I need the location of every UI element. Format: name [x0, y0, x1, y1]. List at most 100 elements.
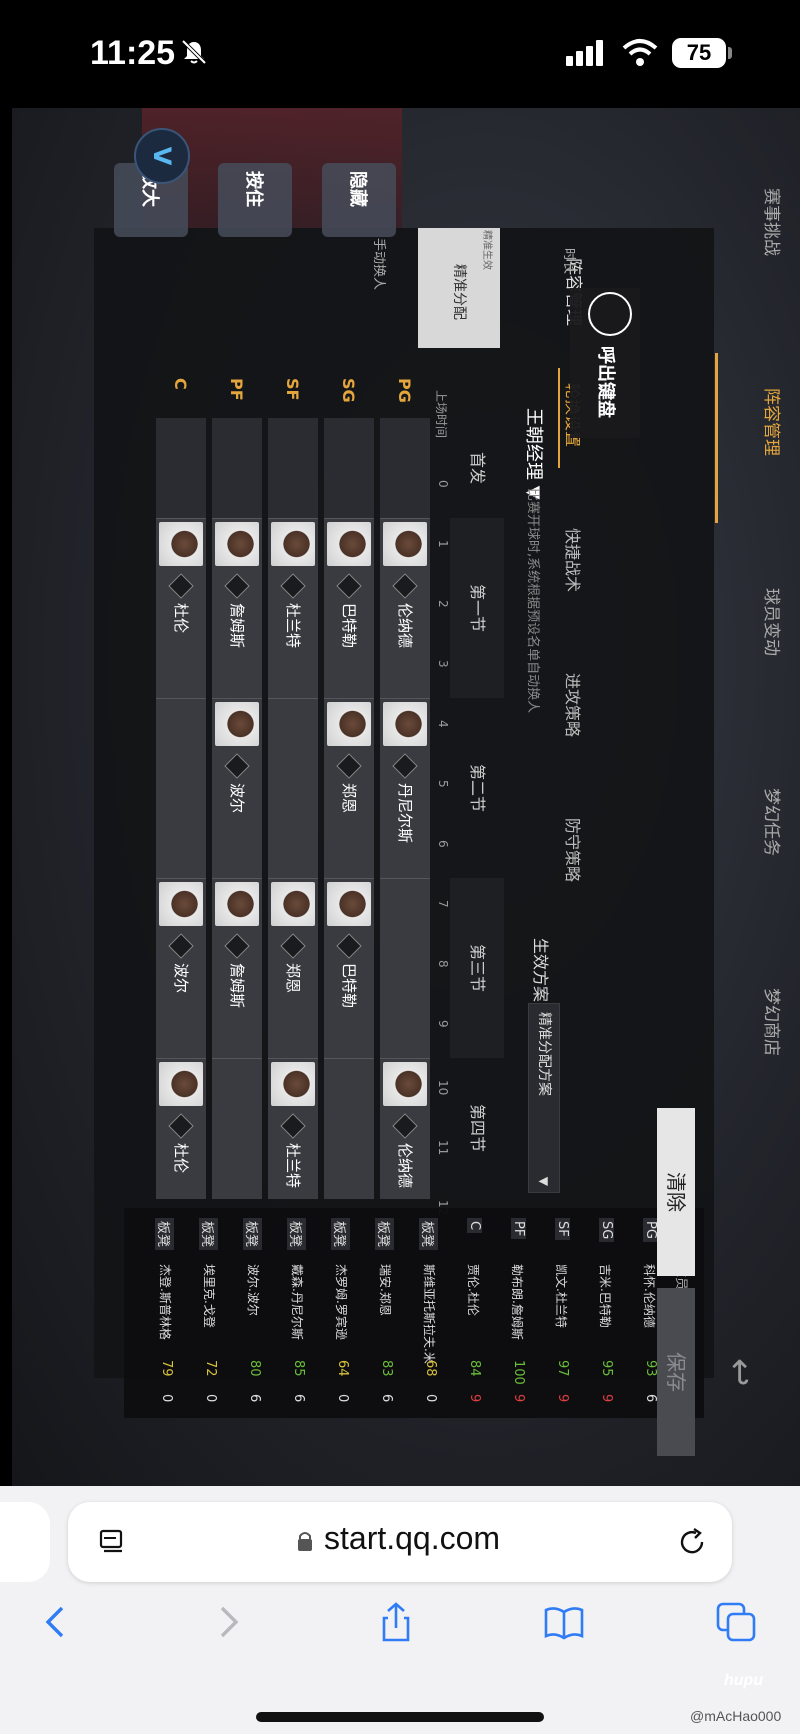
player-portrait: [383, 1062, 427, 1106]
tabs-icon[interactable]: [714, 1600, 758, 1644]
rotation-slot[interactable]: 巴特勒: [324, 518, 374, 699]
roster-player-name: 戴森.丹尼尔斯: [290, 1264, 304, 1340]
rotation-slot[interactable]: 波尔: [156, 878, 206, 1059]
rotation-slot[interactable]: [380, 878, 430, 1059]
rotation-slot[interactable]: 伦纳德: [380, 1058, 430, 1199]
rotation-slot[interactable]: 伦纳德: [380, 518, 430, 699]
hide-label: 隐藏: [347, 171, 368, 207]
roster-player-name: 斯维亚托斯拉夫.米: [422, 1264, 436, 1364]
subtab-active-indicator: [558, 368, 560, 468]
landscape-content: 赛事挑战 阵容管理 球员变动 梦幻任务 梦幻商店 阵容管理 轮换设置 快捷战术 …: [12, 108, 800, 1486]
rotation-slot[interactable]: 杜兰特: [268, 1058, 318, 1199]
player-name: 波尔: [172, 963, 190, 994]
player-name: 伦纳德: [396, 603, 414, 649]
subtab-offense[interactable]: 进攻策略: [563, 673, 582, 738]
player-level-icon: [392, 573, 418, 599]
nav-item-tasks[interactable]: 梦幻任务: [761, 788, 781, 856]
back-icon[interactable]: [34, 1600, 78, 1644]
precise-allocation-button[interactable]: 精准生效 精准分配: [418, 228, 500, 348]
gm-label: 王朝经理: [523, 408, 544, 480]
roster-player-name: 杰登.斯普林格: [158, 1264, 172, 1340]
player-portrait: [271, 1062, 315, 1106]
minute-tick: 5: [436, 780, 450, 788]
rotation-slot[interactable]: 詹姆斯: [212, 518, 262, 699]
clear-button[interactable]: 清除: [657, 1108, 695, 1276]
battery-tip: [728, 47, 732, 59]
roster-rating: 83: [379, 1360, 394, 1377]
player-level-icon: [336, 933, 362, 959]
minute-start-label: 上场时间: [434, 390, 448, 439]
nav-item-player-moves[interactable]: 球员变动: [761, 588, 781, 656]
hide-button[interactable]: 隐藏: [322, 163, 396, 237]
player-portrait: [159, 1062, 203, 1106]
keyboard-button[interactable]: 呼出键盘: [570, 288, 640, 438]
precise-label: 精准分配: [451, 264, 467, 320]
bookmarks-icon[interactable]: [542, 1600, 586, 1644]
rotation-slot[interactable]: 郑恩: [268, 878, 318, 1059]
reader-icon[interactable]: [98, 1528, 126, 1556]
rotation-slot[interactable]: 巴特勒: [324, 878, 374, 1059]
minute-tick: 0: [436, 480, 450, 488]
player-portrait: [215, 522, 259, 566]
rotation-slot[interactable]: 郑恩: [324, 698, 374, 879]
app-logo[interactable]: V: [134, 128, 190, 184]
position-label: C: [171, 378, 190, 390]
player-portrait: [327, 702, 371, 746]
roster-player-name: 凯文.杜兰特: [554, 1264, 568, 1328]
nav-item-shop[interactable]: 梦幻商店: [761, 988, 781, 1056]
gm-selector[interactable]: 王朝经理 ▼: [522, 408, 548, 500]
rotation-slot[interactable]: [212, 1058, 262, 1199]
rotation-slot[interactable]: 杜伦: [156, 518, 206, 699]
previous-tab-preview[interactable]: [0, 1502, 50, 1582]
subtab-quick-tactics[interactable]: 快捷战术: [563, 528, 582, 593]
player-name: 郑恩: [284, 963, 302, 994]
rotation-slot[interactable]: 波尔: [212, 698, 262, 879]
plan-select[interactable]: 精准分配方案▼: [528, 1003, 560, 1193]
roster-pos: PG: [643, 1218, 658, 1242]
rotation-slot[interactable]: 丹尼尔斯: [380, 698, 430, 879]
share-icon[interactable]: [374, 1600, 418, 1644]
player-name: 杜兰特: [284, 1143, 302, 1189]
rotation-slot[interactable]: [268, 698, 318, 879]
player-name: 丹尼尔斯: [396, 783, 414, 844]
player-name: 郑恩: [340, 783, 358, 814]
rotation-slot[interactable]: [324, 1058, 374, 1199]
save-button[interactable]: 保存: [657, 1288, 695, 1456]
hold-button[interactable]: 按住: [218, 163, 292, 237]
rotation-slot[interactable]: 杜伦: [156, 1058, 206, 1199]
hold-label: 按住: [243, 171, 264, 207]
player-portrait: [383, 702, 427, 746]
forward-icon[interactable]: [206, 1600, 250, 1644]
position-label: SG: [339, 378, 358, 403]
roster-pos: PF: [511, 1218, 526, 1240]
reload-icon[interactable]: [676, 1526, 708, 1558]
rotation-slot[interactable]: [156, 698, 206, 879]
player-level-icon: [336, 573, 362, 599]
player-level-icon: [392, 753, 418, 779]
player-name: 伦纳德: [396, 1143, 414, 1189]
address-bar[interactable]: start.qq.com: [68, 1502, 732, 1582]
status-time: 11:25: [90, 34, 176, 72]
player-name: 巴特勒: [340, 963, 358, 1009]
return-arrow-icon[interactable]: ↩: [720, 1358, 760, 1387]
rotation-slot[interactable]: 杜兰特: [268, 518, 318, 699]
keyboard-label: 呼出键盘: [595, 346, 616, 418]
subtab-defense[interactable]: 防守策略: [563, 818, 582, 883]
rotation-slot[interactable]: 詹姆斯: [212, 878, 262, 1059]
manual-sub-label[interactable]: 手动换人: [371, 238, 386, 291]
roster-time: 6: [291, 1394, 306, 1403]
nav-item-challenge[interactable]: 赛事挑战: [761, 188, 781, 256]
player-name: 波尔: [228, 783, 246, 814]
nav-item-lineup[interactable]: 阵容管理: [761, 388, 781, 456]
